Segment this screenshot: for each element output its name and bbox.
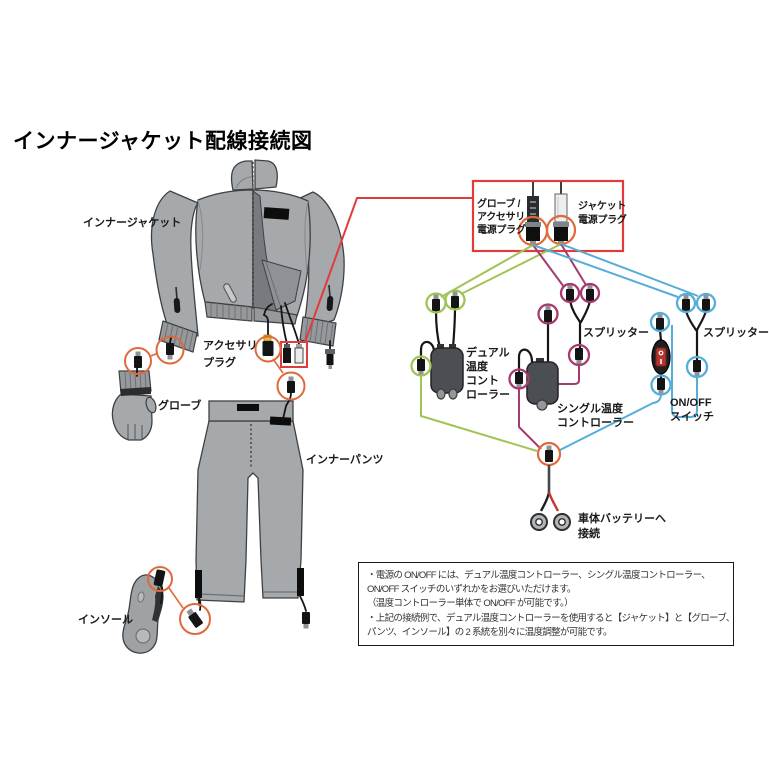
battery-harness [530,441,571,531]
insole-illustration [122,574,164,654]
route-lines [420,243,699,452]
note-line: （温度コントローラー単体で ON/OFF が可能です。） [367,598,574,610]
page-title: インナージャケット配線接続図 [13,130,313,153]
label-accessory-plug: プラグ [203,355,236,369]
glove-connector-plug-icon [134,351,142,368]
note-line: パンツ、インソール】の 2 系統を別々に温度調整が可能です。 [367,626,613,638]
label-battery: 接続 [578,526,600,540]
glove-illustration [111,370,157,441]
label-glove-accessory-power-plug: グローブ / [477,197,521,210]
label-insole: インソール [78,613,133,626]
sleeve-connector-plug-icon [166,343,174,360]
single-temp-controller [508,303,559,411]
jacket-illustration [150,159,345,353]
jacket-sleeve-plug-icon [325,349,335,369]
dual-temp-controller [410,289,466,400]
battery-ring-terminal-icon [553,513,571,531]
note-line: ON/OFF スイッチのいずれかをお選びいただけます。 [367,584,576,596]
power-plugs-detail-source-box [280,341,308,368]
label-glove-accessory-power-plug: アクセサリ [477,211,525,223]
note-line: ・上記の接続例で、デュアル温度コントローラーを使用すると【ジャケット】と【グロー… [367,612,735,624]
pants-cuff-patch [297,568,304,596]
pants-waist-plug-icon [287,376,295,393]
label-battery: 車体バッテリーへ [578,511,666,525]
label-dual-controller: デュアル [466,345,510,359]
label-glove-accessory-power-plug: 電源プラグ [477,223,526,236]
label-single-controller: シングル温度 [557,401,624,415]
label-splitter-left: スプリッター [583,325,649,339]
pants-cuff-patch [195,570,202,598]
label-dual-controller: コント [466,374,499,387]
glove-accessory-power-plug-icon [525,196,541,246]
label-dual-controller: 温度 [466,359,489,373]
label-onoff-switch: ON/OFF [670,397,712,409]
label-accessory-plug: アクセサリ [203,339,257,352]
onoff-switch-icon [649,311,672,396]
sleeve-zipper-pull-icon [326,296,334,311]
dual-temp-controller-body-icon [430,347,464,394]
note-line: ・電源の ON/OFF には、デュアル温度コントローラー、シングル温度コントロー… [367,570,711,581]
label-dual-controller: ローラー [466,388,510,401]
label-jacket-power-plug: ジャケット [578,200,626,212]
splitter-left-icon [559,282,601,367]
label-onoff-switch: スイッチ [670,410,714,423]
note-box: ・電源の ON/OFF には、デュアル温度コントローラー、シングル温度コントロー… [358,562,735,646]
label-splitter-right: スプリッター [703,325,769,339]
chest-patch [263,207,290,220]
single-temp-controller-body-icon [526,361,559,405]
pants-leg-plug-icon [302,612,310,629]
battery-ring-terminal-icon [530,513,548,531]
label-single-controller: コントローラー [557,416,634,429]
label-inner-jacket: インナージャケット [83,216,181,229]
label-glove: グローブ [158,398,201,412]
insole-connector-icon [153,569,166,587]
label-inner-pants: インナーパンツ [306,453,383,466]
jacket-power-plug-icon [553,193,569,246]
pants-illustration [195,400,304,603]
connection-circles-garment [124,335,306,635]
label-jacket-power-plug: 電源プラグ [578,213,627,226]
callout-leader-line [304,197,473,343]
splitter-right-icon [675,292,717,379]
sleeve-zipper-pull-icon [173,298,181,313]
